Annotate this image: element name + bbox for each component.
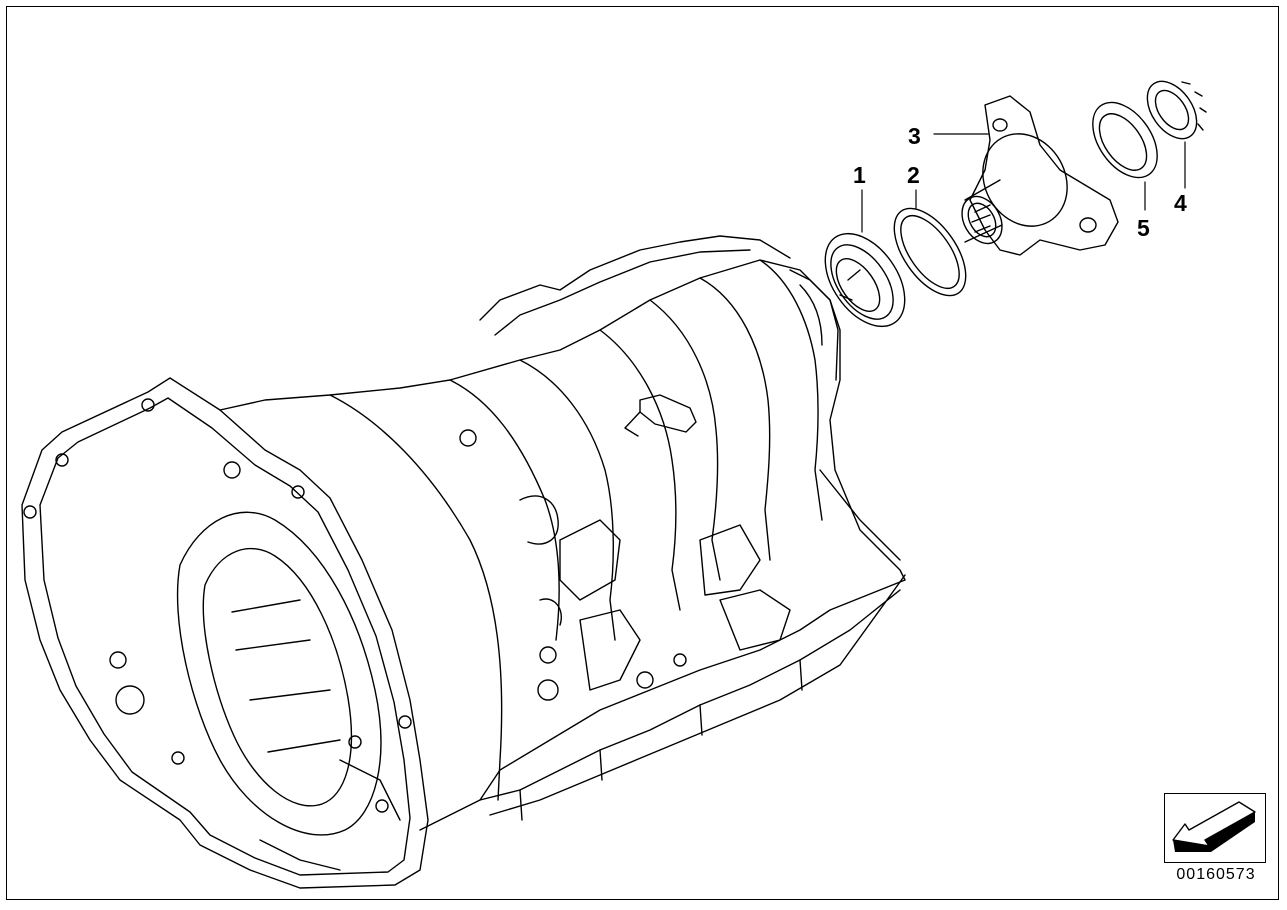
leader-lines: [861, 133, 1186, 233]
part-3-output-flange[interactable]: [954, 95, 1119, 256]
part-2-gasket[interactable]: [880, 196, 980, 308]
callout-3: 3: [908, 123, 921, 149]
diagram-number: 00160573: [1176, 866, 1256, 883]
callout-1: 1: [853, 162, 866, 188]
callout-5: 5: [1137, 215, 1150, 241]
diagram-frame: [6, 6, 1279, 900]
arrow-down-left-icon: [1172, 801, 1256, 852]
callout-2: 2: [907, 162, 920, 188]
callout-4: 4: [1174, 190, 1187, 216]
part-1-seal-ring[interactable]: [809, 219, 921, 341]
nav-arrow-button[interactable]: [1164, 793, 1266, 863]
part-4-collar-nut[interactable]: [1137, 72, 1207, 147]
callouts: 1 2 3 4 5: [853, 123, 1187, 241]
part-5-radial-seal[interactable]: [1080, 91, 1171, 190]
transmission-housing: [21, 235, 906, 889]
